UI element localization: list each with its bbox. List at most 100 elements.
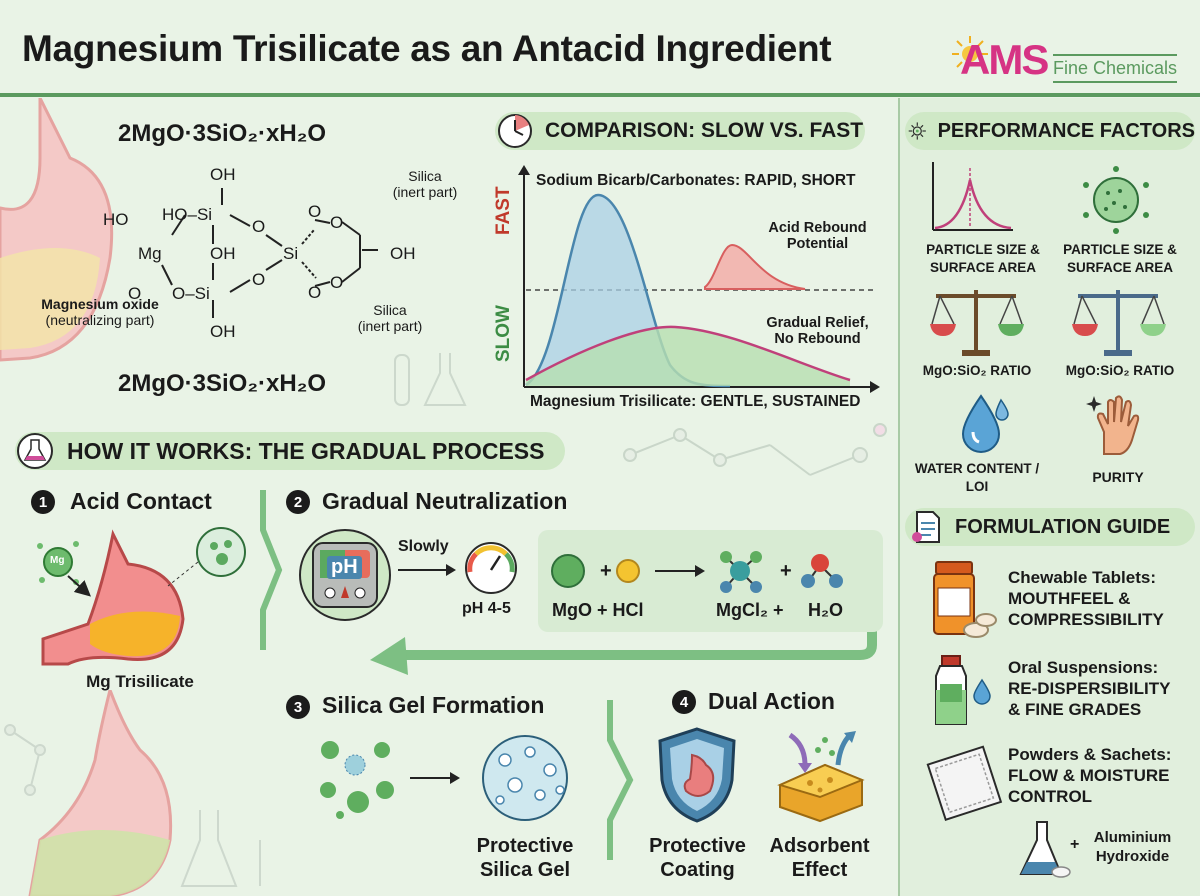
stomach-illustration-bottom [4, 690, 261, 896]
slow-curve [525, 325, 851, 382]
sponge-icon [777, 731, 865, 823]
product1-label: MgCl₂ + [716, 600, 784, 620]
water-drop-icon [961, 394, 1009, 453]
atom-oh-3: OH [390, 244, 416, 263]
atom-o-5: O [252, 270, 266, 289]
perf-label-1: PARTICLE SIZE & SURFACE AREA [926, 242, 1040, 275]
balance-scale-icon-1 [930, 290, 1024, 356]
stomach-acid-contact [37, 527, 246, 666]
rebound-label: Acid Rebound Potential [768, 220, 867, 252]
reactants-label: MgO + HCl [552, 600, 644, 620]
company-logo: AMS Fine Chemicals [948, 30, 1188, 86]
document-icon [912, 511, 940, 543]
atom-ho-1: HO [103, 210, 129, 229]
step1-caption: Mg Trisilicate [86, 672, 194, 691]
x-axis-arrow [870, 381, 880, 393]
mgo-label: Magnesium oxide (neutralizing part) [41, 296, 159, 328]
atom-oh-4: OH [210, 322, 236, 341]
page-title: Magnesium Trisilicate as an Antacid Ingr… [22, 28, 832, 69]
y-axis-arrow [518, 165, 530, 175]
clock-icon [498, 114, 532, 148]
form-item-3: Powders & Sachets: FLOW & MOISTURE CONTR… [1008, 745, 1172, 806]
tablet-bottle-icon [933, 561, 997, 638]
flask-icon [17, 433, 53, 469]
atom-oh-2: OH [210, 244, 236, 263]
molecule-structure [161, 188, 378, 318]
slow-caption: Magnesium Trisilicate: GENTLE, SUSTAINED [530, 393, 861, 410]
atom-o-3: O [330, 213, 344, 232]
step3-number: 3 [286, 695, 310, 719]
extra-ingredient: Aluminium Hydroxide [1093, 829, 1172, 865]
molecule-background [623, 423, 887, 476]
arrow-slowly [398, 564, 456, 576]
header-divider [0, 93, 1200, 97]
product2-label: H₂O [808, 600, 843, 620]
formula-top: 2MgO·3SiO₂·xH₂O [118, 120, 327, 147]
step2-number: 2 [286, 490, 310, 514]
plus-2: + [780, 560, 792, 582]
atom-ho-si: HO–Si [162, 205, 213, 224]
balance-scale-icon-2 [1072, 290, 1166, 356]
perf-label-5: WATER CONTENT / LOI [914, 461, 1040, 494]
comparison-header: COMPARISON: SLOW VS. FAST [495, 112, 865, 150]
ph-range-label: pH 4-5 [462, 600, 511, 617]
comparison-chart [518, 165, 880, 393]
atom-o-1: O [252, 217, 266, 236]
ph-meter-label: pH [327, 556, 362, 579]
action2-caption: Adsorbent Effect [769, 835, 870, 881]
shield-stomach-icon [658, 727, 736, 823]
step2-title: Gradual Neutralization [322, 488, 568, 514]
sidebar-divider [898, 98, 900, 896]
sun-icon [952, 36, 988, 68]
step1-number: 1 [31, 490, 55, 514]
atom-o-4: O [330, 273, 344, 292]
atom-mg: Mg [138, 244, 162, 263]
formulation-title: FORMULATION GUIDE [955, 515, 1171, 538]
form-item-2: Oral Suspensions: RE-DISPERSIBILITY & FI… [1008, 658, 1171, 719]
fast-caption: Sodium Bicarb/Carbonates: RAPID, SHORT [536, 172, 856, 189]
slow-curve-area [526, 326, 850, 386]
atom-si-center: Si [283, 244, 299, 263]
perf-label-4: MgO:SiO₂ RATIO [1065, 363, 1175, 378]
performance-title: PERFORMANCE FACTORS [937, 119, 1195, 142]
slow-axis-label: SLOW [493, 305, 514, 362]
fast-axis-label: FAST [493, 186, 514, 235]
gradual-label: Gradual Relief, No Rebound [766, 315, 869, 347]
atom-o-2: O [308, 202, 322, 221]
step4-number: 4 [672, 690, 696, 714]
step3-caption: Protective Silica Gel [476, 835, 574, 881]
silica-label-bottom: Silica (inert part) [357, 302, 423, 334]
reaction-illustration [551, 551, 843, 593]
suspension-bottle-icon [935, 655, 991, 725]
how-it-works-header: HOW IT WORKS: THE GRADUAL PROCESS [15, 432, 565, 470]
logo-text: Fine Chemicals [1053, 54, 1178, 83]
stomach-illustration-top [0, 98, 114, 362]
flow-arrow-2 [607, 700, 634, 860]
gauge-icon [465, 542, 517, 594]
fast-curve-area [526, 195, 730, 386]
flow-arrow-return [370, 585, 877, 675]
reaction-panel [538, 530, 883, 632]
atom-o-6: O [308, 283, 322, 302]
plus-1: + [600, 560, 612, 582]
performance-header: PERFORMANCE FACTORS [905, 112, 1195, 150]
hand-purity-icon [1086, 395, 1140, 455]
how-it-works-title: HOW IT WORKS: THE GRADUAL PROCESS [67, 437, 545, 464]
particle-cluster-icon [1083, 166, 1149, 234]
form-item-1: Chewable Tablets: MOUTHFEEL & COMPRESSIB… [1008, 568, 1164, 629]
atom-oh-1: OH [210, 165, 236, 184]
mg-particle-label: Mg [50, 555, 65, 566]
logo-mark: AMS [960, 36, 1049, 83]
action1-caption: Protective Coating [649, 835, 746, 881]
silica-label-top: Silica (inert part) [392, 168, 458, 200]
atom-o-7: O [128, 284, 142, 303]
step4-title: Dual Action [708, 688, 835, 714]
perf-label-3: MgO:SiO₂ RATIO [922, 363, 1032, 378]
slowly-label: Slowly [398, 538, 449, 555]
silica-gel-illustration [320, 735, 568, 821]
gear-molecule-icon [908, 122, 926, 140]
formula-bottom: 2MgO·3SiO₂·xH₂O [118, 370, 327, 397]
step1-title: Acid Contact [70, 488, 212, 514]
step3-title: Silica Gel Formation [322, 692, 545, 718]
extra-plus: + [1070, 836, 1080, 853]
